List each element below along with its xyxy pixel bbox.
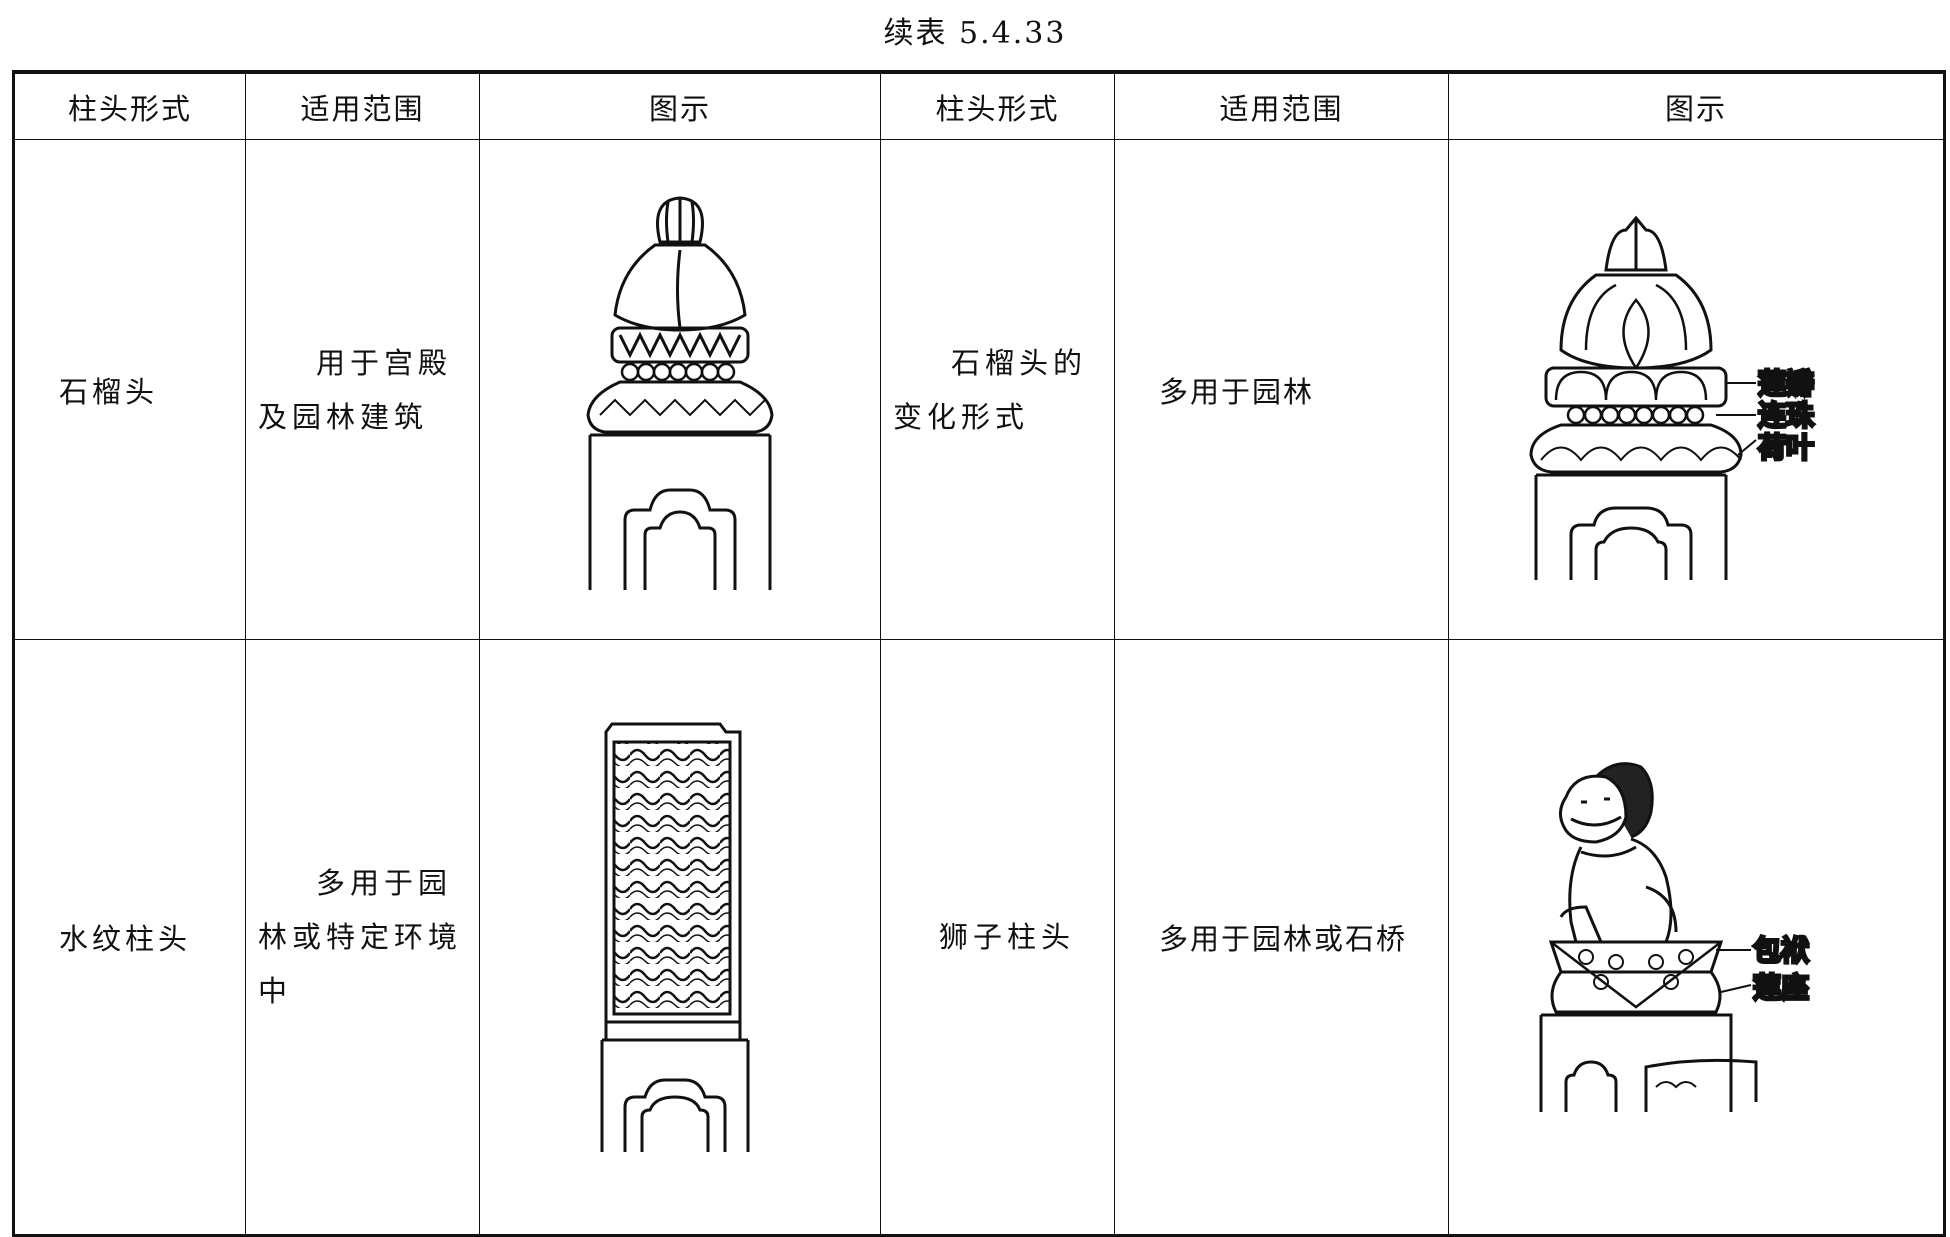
header-scope: 适用范围 [245, 71, 480, 140]
column-head-table: 柱头形式 适用范围 图示 柱头形式 适用范围 图示 石榴头 用于宫殿及园林建筑 [12, 70, 1946, 1237]
label-lotus-seat: 莲座 [1753, 971, 1809, 1004]
header-row: 柱头形式 适用范围 图示 柱头形式 适用范围 图示 [12, 71, 1946, 140]
table-row: 石榴头 用于宫殿及园林建筑 石榴头的变化形式 多用于园林 [12, 139, 1946, 640]
scope-cell: 用于宫殿及园林建筑 [245, 139, 480, 640]
label-beads: 连珠 [1758, 399, 1815, 432]
pomegranate-head-illustration [586, 195, 774, 590]
figure-cell [479, 139, 881, 640]
scope-cell-2: 多用于园林或石桥 [1114, 639, 1449, 1236]
header-figure: 图示 [479, 71, 881, 140]
label-lotus-petal: 莲瓣 [1758, 367, 1814, 400]
figure-cell [479, 639, 881, 1236]
lion-head-illustration: 包袱 莲座 [1539, 762, 1811, 1112]
form-cell-2: 狮子柱头 [880, 639, 1115, 1236]
table-row: 水纹柱头 多用于园林或特定环境中 狮子柱头 多用于园林或石桥 [12, 639, 1946, 1236]
scope-cell-2: 多用于园林 [1114, 139, 1449, 640]
label-wrap-cloth: 包袱 [1753, 934, 1809, 967]
pomegranate-variant-illustration: 莲瓣 连珠 荷叶 [1529, 215, 1817, 580]
header-form: 柱头形式 [12, 71, 246, 140]
table-title: 续表 5.4.33 [883, 16, 1067, 51]
water-pattern-head-illustration [600, 722, 750, 1152]
label-lotus-leaf: 荷叶 [1758, 431, 1814, 464]
header-form-2: 柱头形式 [880, 71, 1115, 140]
header-scope-2: 适用范围 [1114, 71, 1449, 140]
form-cell: 水纹柱头 [12, 639, 246, 1236]
form-cell-2: 石榴头的变化形式 [880, 139, 1115, 640]
header-figure-2: 图示 [1448, 71, 1946, 140]
scope-cell: 多用于园林或特定环境中 [245, 639, 480, 1236]
form-cell: 石榴头 [12, 139, 246, 640]
figure-cell-2: 莲瓣 连珠 荷叶 [1448, 139, 1946, 640]
figure-cell-2: 包袱 莲座 [1448, 639, 1946, 1236]
